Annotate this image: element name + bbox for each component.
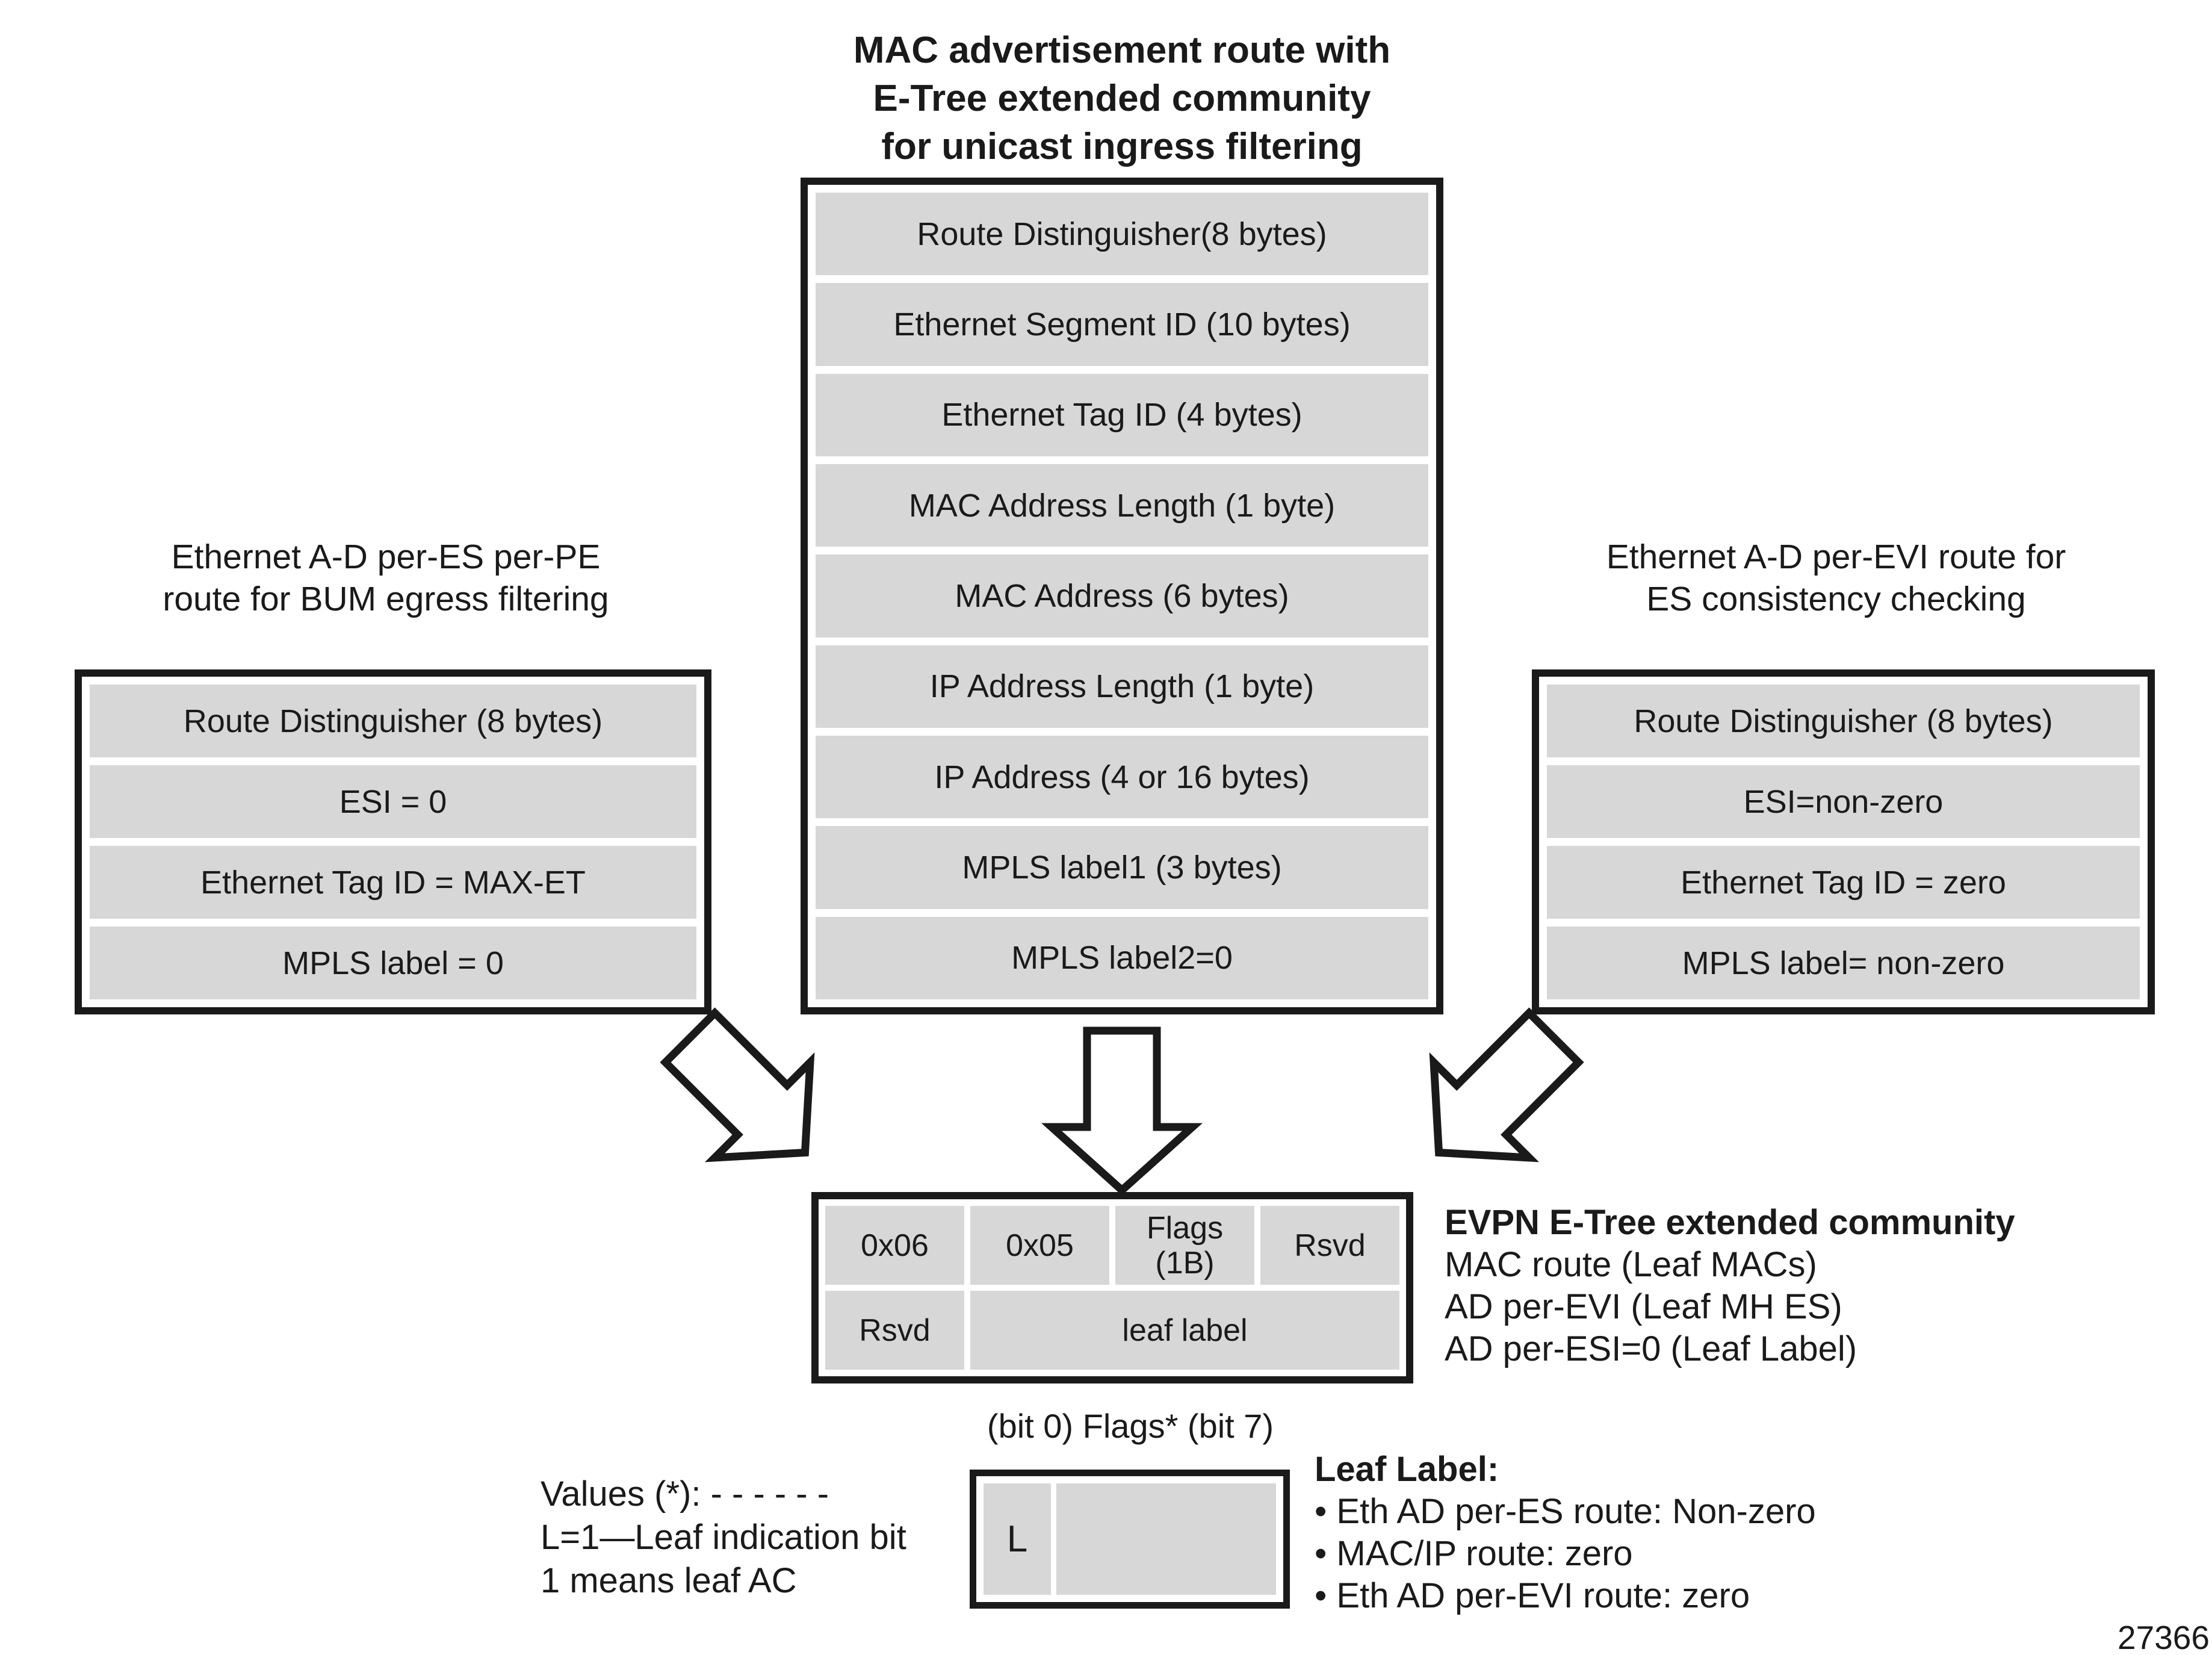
ext-community-table: 0x06 0x05 Flags (1B) Rsvd Rsvd leaf labe… <box>811 1192 1413 1383</box>
field-row: MPLS label = 0 <box>90 927 696 999</box>
title-line: E-Tree extended community <box>873 78 1371 119</box>
field-row: Route Distinguisher (8 bytes) <box>1547 685 2140 757</box>
center-down-arrow-icon <box>1041 1026 1203 1196</box>
flags-byte-box: L <box>970 1470 1290 1609</box>
flag-values-legend: Values (*): - - - - - - L=1—Leaf indicat… <box>541 1473 906 1603</box>
field-row: Ethernet Tag ID = zero <box>1547 846 2140 919</box>
field-row: Ethernet Tag ID (4 bytes) <box>816 373 1428 456</box>
title-line: route for BUM egress filtering <box>163 580 609 618</box>
ext-cell-leaf-label: leaf label <box>970 1291 1399 1370</box>
field-row: MPLS label= non-zero <box>1547 927 2140 999</box>
left-route-title: Ethernet A-D per-ES per-PE route for BUM… <box>60 536 711 620</box>
mac-advertisement-route-box: Route Distinguisher(8 bytes) Ethernet Se… <box>801 178 1443 1014</box>
ext-cell-subtype: 0x05 <box>970 1206 1109 1285</box>
field-row: MPLS label2=0 <box>816 916 1428 999</box>
title-line: MAC advertisement route with <box>853 29 1391 71</box>
leaf-label-note: Leaf Label: Eth AD per-ES route: Non-zer… <box>1315 1449 1816 1617</box>
field-row: ESI=non-zero <box>1547 765 2140 838</box>
values-line: L=1—Leaf indication bit <box>541 1518 906 1557</box>
flags-bit-range-caption: (bit 0) Flags* (bit 7) <box>987 1407 1274 1445</box>
right-diagonal-arrow-icon <box>1429 1007 1584 1163</box>
leaf-label-bullet: MAC/IP route: zero <box>1315 1533 1816 1575</box>
eth-ad-per-evi-route-box: Route Distinguisher (8 bytes) ESI=non-ze… <box>1532 669 2155 1014</box>
evpn-note-line: AD per-EVI (Leaf MH ES) <box>1445 1287 1842 1326</box>
ext-cell-flags: Flags (1B) <box>1115 1206 1254 1285</box>
right-route-title: Ethernet A-D per-EVI route for ES consis… <box>1517 536 2155 620</box>
field-row: Route Distinguisher(8 bytes) <box>816 193 1428 276</box>
evpn-note-line: AD per-ESI=0 (Leaf Label) <box>1445 1329 1857 1368</box>
leaf-label-bullet: Eth AD per-ES route: Non-zero <box>1315 1491 1815 1533</box>
ext-cell-rsvd1: Rsvd <box>1260 1206 1399 1285</box>
center-route-title: MAC advertisement route with E-Tree exte… <box>801 26 1443 171</box>
title-line: for unicast ingress filtering <box>881 126 1363 167</box>
evpn-ext-community-note: EVPN E-Tree extended community MAC route… <box>1445 1202 2015 1370</box>
leaf-label-bullet: Eth AD per-EVI route: zero <box>1315 1575 1816 1617</box>
evpn-note-heading: EVPN E-Tree extended community <box>1445 1203 2015 1242</box>
field-row: MAC Address Length (1 byte) <box>816 464 1428 547</box>
field-row: MPLS label1 (3 bytes) <box>816 826 1428 909</box>
figure-number: 27366 <box>2118 1619 2210 1655</box>
ext-cell-rsvd2: Rsvd <box>825 1291 964 1370</box>
field-row: MAC Address (6 bytes) <box>816 554 1428 638</box>
field-row: IP Address (4 or 16 bytes) <box>816 735 1428 819</box>
field-row: ESI = 0 <box>90 765 696 838</box>
leaf-label-heading: Leaf Label: <box>1315 1450 1499 1489</box>
field-row: Ethernet Tag ID = MAX-ET <box>90 846 696 919</box>
title-line: Ethernet A-D per-EVI route for <box>1606 538 2066 576</box>
flags-remaining-bits-cell <box>1056 1483 1276 1595</box>
arrows-group <box>660 1007 1584 1196</box>
values-line: 1 means leaf AC <box>541 1561 797 1600</box>
eth-ad-per-es-route-box: Route Distinguisher (8 bytes) ESI = 0 Et… <box>75 669 711 1014</box>
ext-cell-type: 0x06 <box>825 1206 964 1285</box>
evpn-note-line: MAC route (Leaf MACs) <box>1445 1245 1817 1284</box>
leaf-bit-cell: L <box>984 1483 1051 1595</box>
left-diagonal-arrow-icon <box>660 1007 815 1163</box>
title-line: Ethernet A-D per-ES per-PE <box>171 538 601 576</box>
title-line: ES consistency checking <box>1646 580 2026 618</box>
field-row: Ethernet Segment ID (10 bytes) <box>816 283 1428 366</box>
field-row: IP Address Length (1 byte) <box>816 645 1428 728</box>
values-line: Values (*): - - - - - - <box>541 1474 829 1514</box>
field-row: Route Distinguisher (8 bytes) <box>90 685 696 757</box>
